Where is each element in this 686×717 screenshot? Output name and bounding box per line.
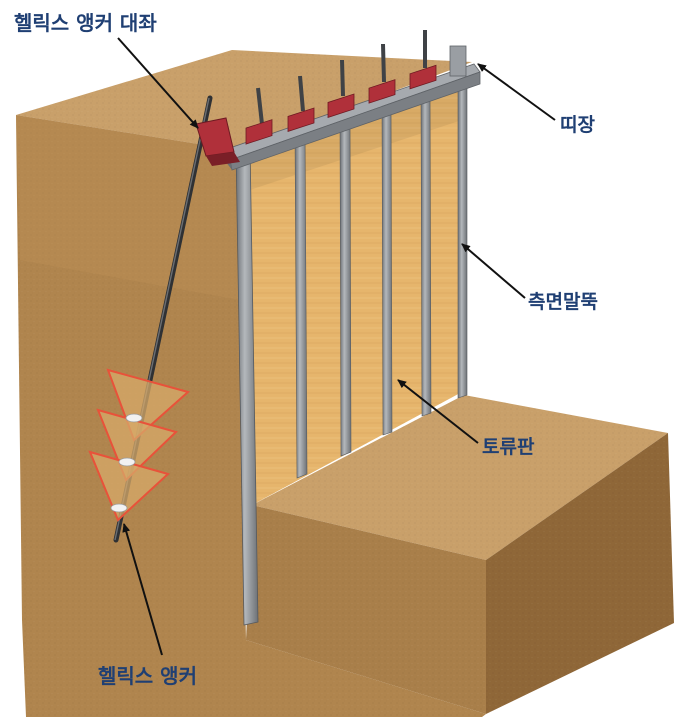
label-lagging: 토류판 xyxy=(482,436,535,458)
leader-arrows xyxy=(117,37,556,656)
label-side-pile: 측면말뚝 xyxy=(528,291,598,313)
pile-3 xyxy=(339,114,352,457)
label-anchor-block: 헬릭스 앵커 대좌 xyxy=(14,11,157,35)
bracket-5 xyxy=(409,30,437,90)
anchor-block xyxy=(195,117,240,166)
label-wale: 띠장 xyxy=(560,114,595,136)
side-piles xyxy=(235,76,468,626)
wale-brackets xyxy=(245,30,467,145)
arrow-helix-anchor xyxy=(122,523,163,656)
arrow-wale xyxy=(477,63,556,121)
helix-plates xyxy=(88,368,191,522)
arrow-side-pile xyxy=(461,243,526,299)
lower-soil-block xyxy=(246,395,674,714)
bracket-4 xyxy=(368,43,396,104)
helix-anchor xyxy=(88,95,213,543)
pile-6 xyxy=(457,76,468,399)
pile-2 xyxy=(294,128,308,479)
bracket-2 xyxy=(287,75,315,132)
upper-soil-block xyxy=(16,50,486,717)
pile-5 xyxy=(420,88,432,417)
arrow-lagging xyxy=(397,379,479,444)
bracket-6 xyxy=(449,45,467,77)
arrow-anchor-block xyxy=(117,37,199,129)
pile-4 xyxy=(381,100,393,436)
bracket-3 xyxy=(327,59,355,118)
bracket-1 xyxy=(245,87,273,145)
label-helix-anchor: 헬릭스 앵커 xyxy=(98,664,197,688)
